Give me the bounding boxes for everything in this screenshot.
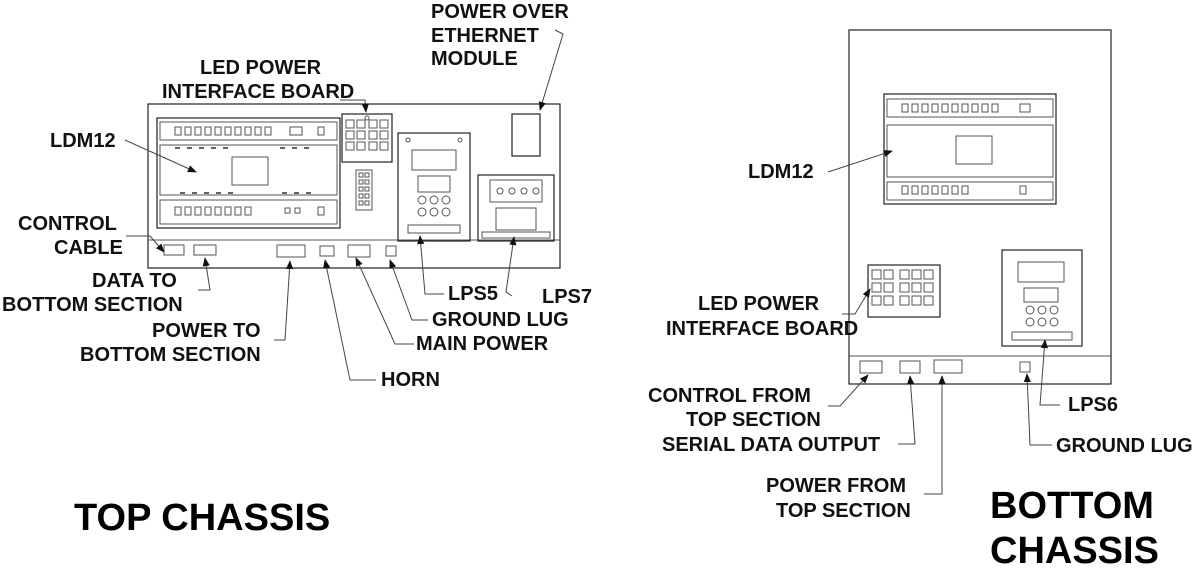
top-chassis-drawing: [147, 103, 561, 269]
top-lps7-supply: [477, 174, 555, 242]
label-bottom-led-line2: INTERFACE BOARD: [666, 318, 858, 340]
top-chassis-panel: [147, 103, 561, 269]
leader-lps5: [417, 235, 444, 295]
label-power-from-line2: TOP SECTION: [776, 500, 911, 522]
label-top-led-line1: LED POWER: [200, 57, 322, 79]
label-poe-line3: MODULE: [431, 48, 518, 70]
bottom-chassis-panel: [848, 29, 1112, 385]
bottom-chassis-drawing: [848, 29, 1112, 385]
bottom-lps6-supply: [1001, 249, 1083, 347]
label-top-ldm: LDM12: [50, 130, 116, 152]
bottom-led-interface-board: [867, 264, 941, 318]
label-poe-line1: POWER OVER: [431, 1, 569, 23]
label-data-line2: BOTTOM SECTION: [2, 294, 183, 316]
top-lps5-supply: [397, 132, 471, 242]
label-control-line2: CABLE: [54, 237, 123, 259]
bottom-ldm12-module: [883, 93, 1057, 205]
label-data-line1: DATA TO: [92, 270, 177, 292]
top-labels: POWER OVER ETHERNET MODULE LED POWER INT…: [2, 1, 592, 539]
leader-bottom-led: [842, 288, 871, 315]
label-lps7: LPS7: [542, 286, 592, 308]
top-terminal-column: [355, 169, 373, 211]
leader-bottom-ldm: [827, 150, 893, 173]
label-power-line2: BOTTOM SECTION: [80, 344, 261, 366]
label-top-ground-lug: GROUND LUG: [432, 309, 569, 331]
leader-serial: [898, 375, 916, 445]
label-bottom-led-line1: LED POWER: [698, 293, 820, 315]
bottom-labels: LDM12 LED POWER INTERFACE BOARD CONTROL …: [648, 161, 1193, 572]
bottom-chassis-title-line2: CHASSIS: [990, 530, 1159, 572]
leader-lps7: [505, 236, 517, 297]
leader-top-ground: [389, 259, 428, 321]
bottom-edge-connectors: [859, 359, 1031, 374]
label-control-line1: CONTROL: [18, 213, 117, 235]
leader-main-power: [355, 257, 414, 345]
bottom-chassis-title-line1: BOTTOM: [990, 485, 1154, 527]
leader-data-bottom: [198, 257, 211, 291]
label-horn: HORN: [381, 369, 440, 391]
leader-bottom-ground: [1023, 373, 1052, 446]
top-leader-lines: [124, 29, 564, 381]
label-control-from-line1: CONTROL FROM: [648, 385, 811, 407]
leader-power-bottom: [274, 260, 294, 341]
top-ldm12-module: [156, 117, 341, 229]
leader-poe: [538, 29, 564, 111]
label-lps6: LPS6: [1068, 394, 1118, 416]
label-serial-data: SERIAL DATA OUTPUT: [662, 434, 880, 456]
label-power-line1: POWER TO: [152, 320, 261, 342]
bottom-leader-lines: [827, 150, 1060, 495]
label-top-led-line2: INTERFACE BOARD: [162, 81, 354, 103]
leader-lps6: [1039, 339, 1060, 406]
label-lps5: LPS5: [448, 283, 498, 305]
top-poe-module: [511, 113, 541, 157]
top-edge-connectors: [163, 244, 397, 258]
leader-power-from: [924, 375, 946, 495]
leader-top-led: [340, 99, 369, 113]
leader-top-ldm: [124, 139, 197, 173]
label-control-from-line2: TOP SECTION: [686, 409, 821, 431]
top-chassis-title: TOP CHASSIS: [74, 497, 330, 539]
label-bottom-ground-lug: GROUND LUG: [1056, 435, 1193, 457]
label-bottom-ldm: LDM12: [748, 161, 814, 183]
leader-control-cable: [126, 235, 165, 253]
label-power-from-line1: POWER FROM: [766, 475, 906, 497]
label-poe-line2: ETHERNET: [431, 25, 539, 47]
leader-horn: [323, 259, 376, 381]
leader-control-from: [828, 374, 869, 407]
label-main-power: MAIN POWER: [416, 333, 549, 355]
top-led-interface-board: [341, 113, 393, 163]
